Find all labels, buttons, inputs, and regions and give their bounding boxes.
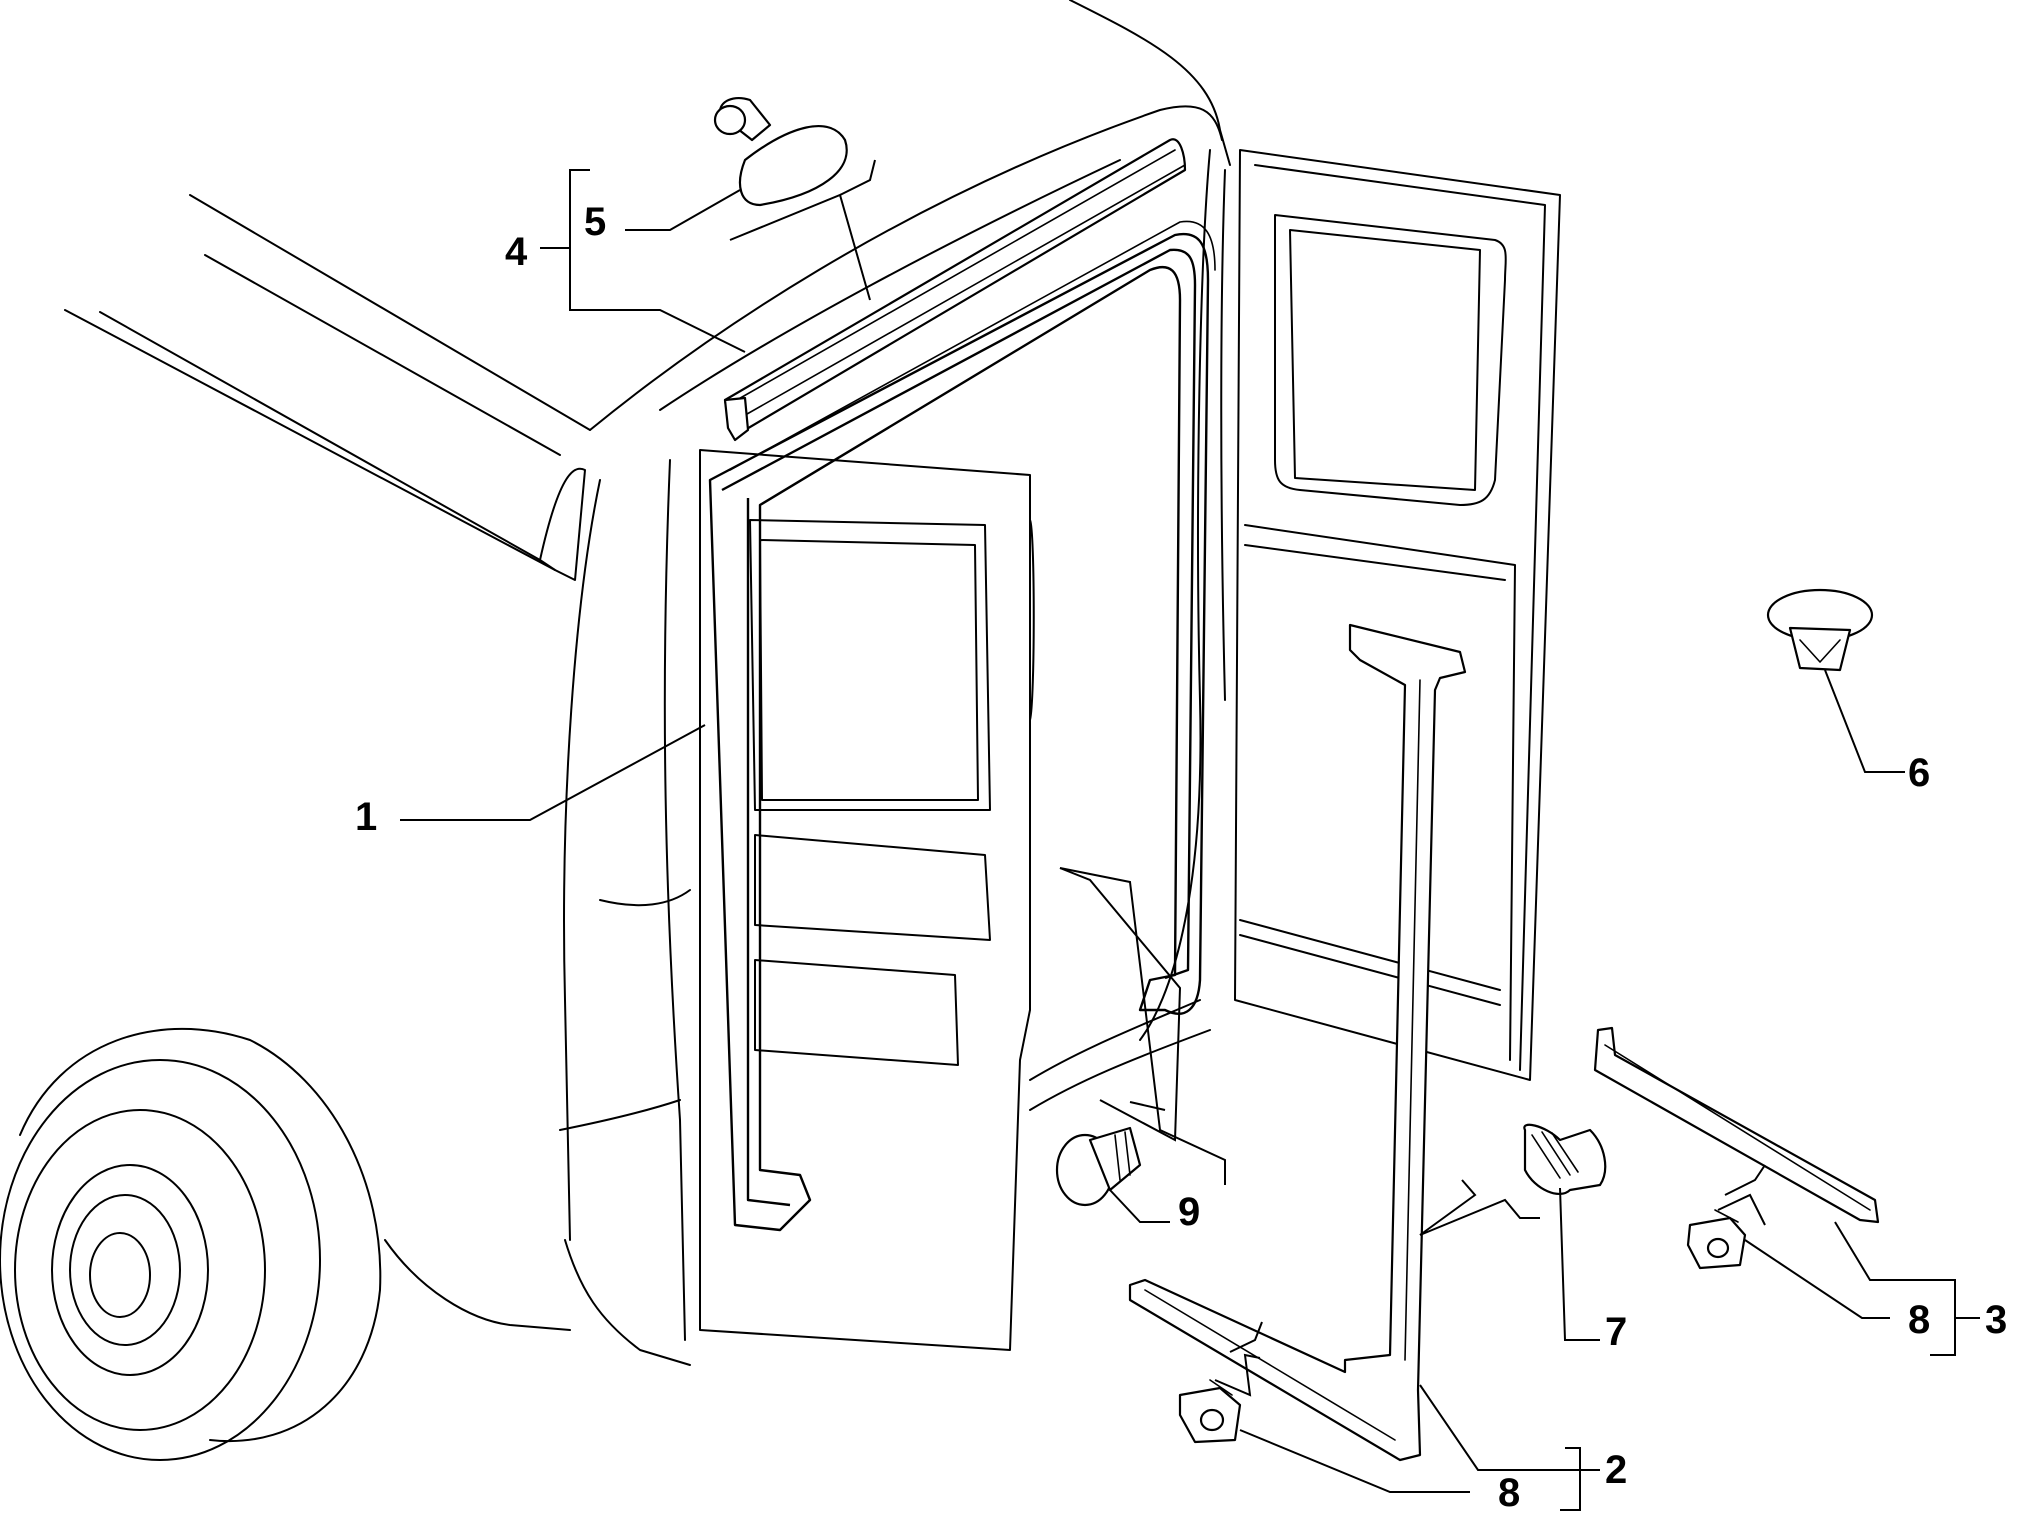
left-rear-door [699, 449, 1035, 1351]
callout-8-lower: 8 [1498, 1471, 1520, 1515]
lower-seal-strip [1593, 1026, 1880, 1224]
retaining-clip-lower [1178, 1379, 1242, 1444]
callout-3: 3 [1985, 1298, 2007, 1342]
callout-5: 5 [584, 200, 606, 244]
roof-clip [713, 97, 848, 207]
callout-4: 4 [505, 230, 528, 274]
callout-7: 7 [1605, 1310, 1627, 1354]
callout-labels: 1 4 5 6 7 9 2 8 8 3 [355, 200, 2007, 1515]
side-seal-strip [1128, 623, 1467, 1462]
right-rear-door [1234, 149, 1561, 1081]
callout-9: 9 [1178, 1190, 1200, 1234]
rear-wheel [0, 1027, 382, 1461]
bumper-stop [1055, 1126, 1142, 1207]
screw-grommet [1523, 1123, 1607, 1196]
callout-2: 2 [1605, 1448, 1627, 1492]
plug-cap [1766, 588, 1874, 672]
door-frame-seal [708, 220, 1216, 1232]
callout-8-upper: 8 [1908, 1298, 1930, 1342]
retaining-clip-upper [1686, 1209, 1747, 1270]
callout-1: 1 [355, 795, 377, 839]
van-body [64, 0, 1231, 1366]
roof-seal-strip [723, 138, 1187, 442]
callout-6: 6 [1908, 751, 1930, 795]
leader-lines [400, 159, 1980, 1511]
